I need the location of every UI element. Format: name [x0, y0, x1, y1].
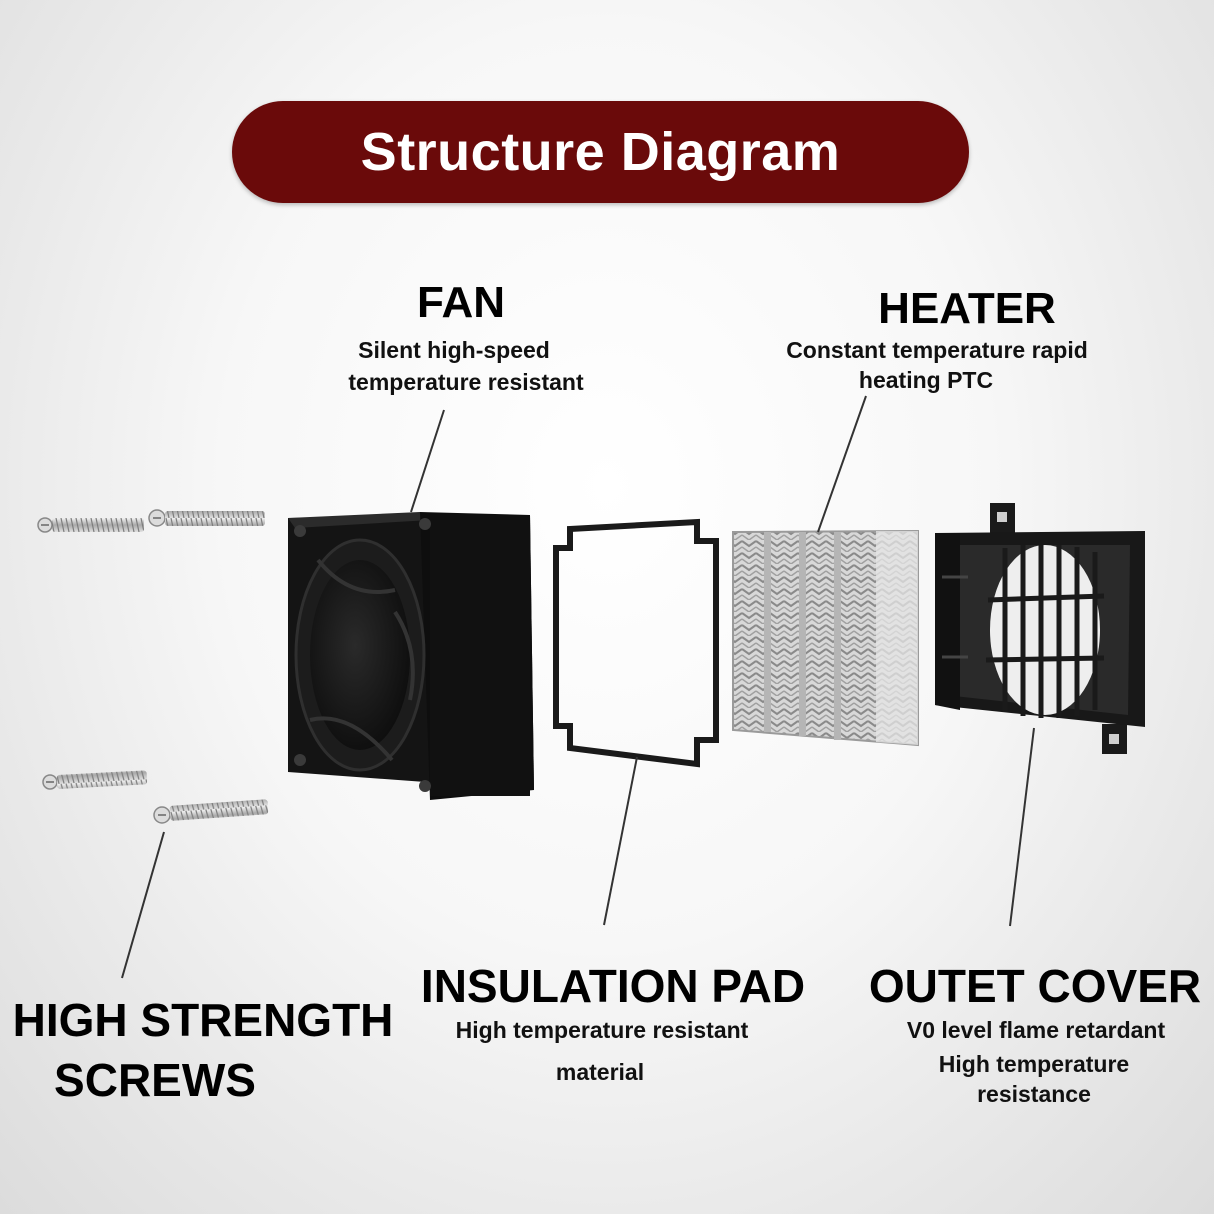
heater-leader-line	[817, 395, 867, 533]
heater-description-line-1: Constant temperature rapid	[786, 337, 1088, 363]
screw-top-right	[148, 509, 265, 527]
outlet-cover-description-line-3: resistance	[977, 1081, 1091, 1107]
outlet-cover-description-line-1: V0 level flame retardant	[906, 1017, 1166, 1043]
insulation-pad-heading: INSULATION PAD	[420, 960, 806, 1012]
fan-leader-line	[410, 409, 445, 513]
outlet-cover-heading: OUTET COVER	[868, 960, 1202, 1012]
insulation-pad-description-line-2: material	[555, 1059, 645, 1085]
fan-part	[288, 512, 534, 800]
heater-part	[732, 529, 919, 747]
screw-bottom-left	[42, 770, 148, 790]
insulation-pad-part	[553, 518, 719, 768]
screw-bottom-right	[153, 799, 269, 824]
insulation-pad-description-line-1: High temperature resistant	[455, 1017, 749, 1043]
fan-description-line-1: Silent high-speed	[358, 337, 550, 363]
heater-heading: HEATER	[878, 284, 1056, 333]
screw-top-left	[37, 517, 144, 533]
title-banner: Structure Diagram	[232, 101, 969, 203]
fan-heading: FAN	[417, 278, 505, 327]
fan-description-line-2: temperature resistant	[348, 369, 584, 395]
screws-heading-line-2: SCREWS	[54, 1054, 256, 1106]
outlet-cover-description-line-2: High temperature	[938, 1051, 1130, 1077]
outlet-cover-leader-line	[1009, 727, 1035, 927]
page-title: Structure Diagram	[360, 122, 841, 182]
heater-description-line-2: heating PTC	[858, 367, 994, 393]
screws-leader-line	[121, 831, 165, 979]
insulation-pad-leader-line	[603, 756, 638, 926]
screws-heading-line-1: HIGH STRENGTH	[12, 994, 394, 1046]
outlet-cover-part	[935, 503, 1145, 754]
